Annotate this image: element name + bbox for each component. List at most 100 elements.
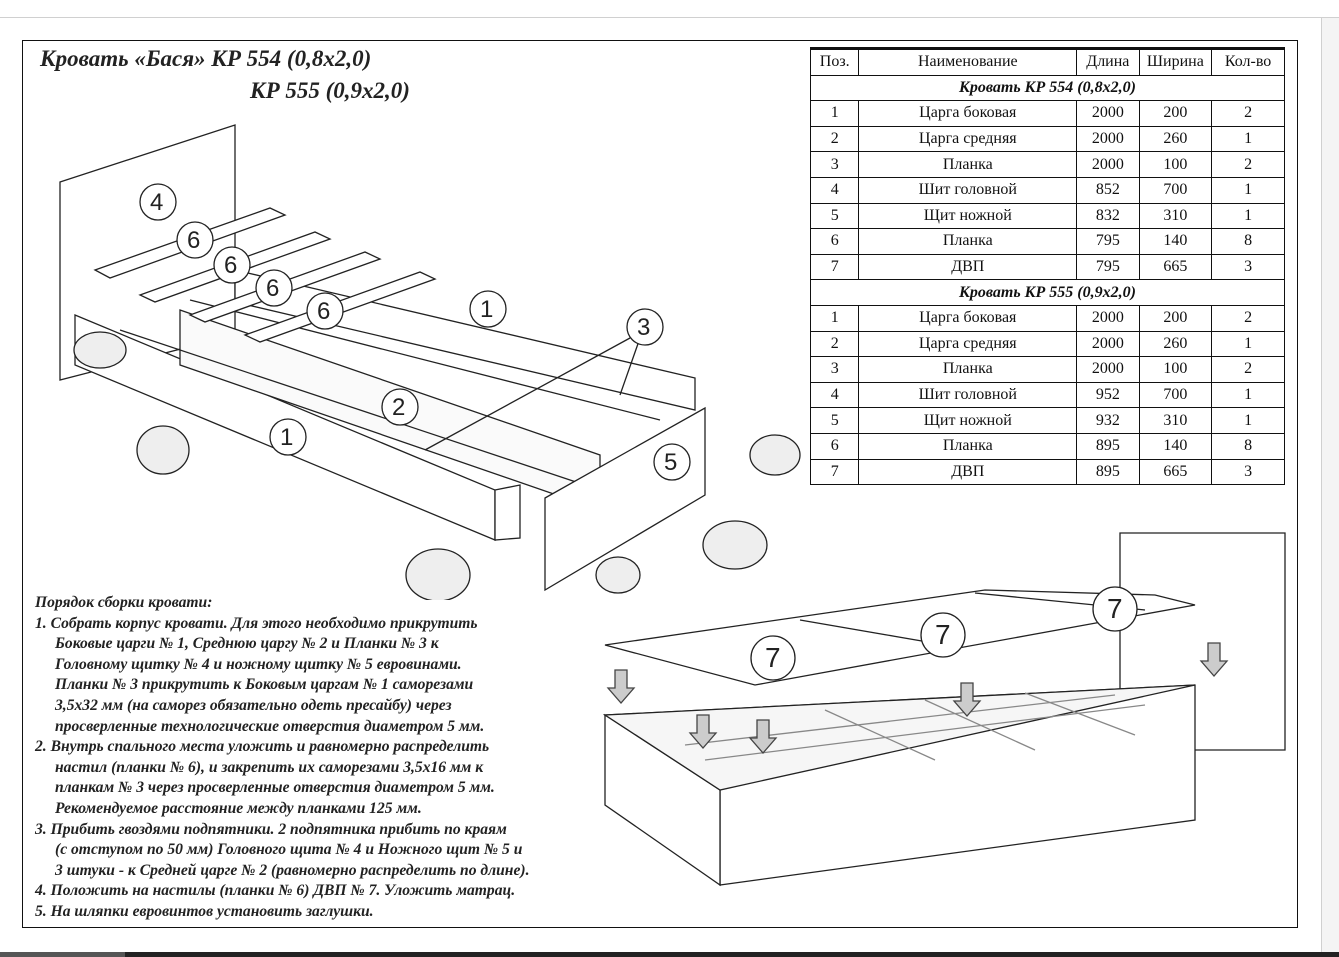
- table-cell: 952: [1076, 381, 1140, 409]
- table-cell: 2000: [1076, 330, 1140, 358]
- table-cell: 5: [809, 407, 860, 434]
- table-cell: 1: [1211, 176, 1285, 204]
- table-cell: 2: [1211, 356, 1285, 383]
- table-cell: 2: [809, 125, 860, 153]
- callout-6: 6: [187, 227, 200, 254]
- table-cell: 4: [809, 381, 860, 409]
- table-cell: 6: [809, 432, 860, 460]
- table-cell: 140: [1138, 228, 1213, 255]
- assembly-instructions: Порядок сборки кровати: 1. Собрать корпу…: [35, 593, 529, 923]
- table-cell: 932: [1076, 407, 1140, 434]
- down-arrow-icons: [606, 642, 1229, 754]
- table-cell: 7: [809, 458, 860, 486]
- table-cell: 7: [809, 253, 860, 281]
- table-cell: 100: [1138, 151, 1213, 178]
- instruction-line: Планки № 3 прикрутить к Боковым царгам №…: [55, 676, 474, 694]
- viewer-top-border: [0, 17, 1339, 18]
- callout-1: 1: [480, 296, 493, 323]
- instruction-line: 3. Прибить гвоздями подпятники. 2 подпят…: [35, 820, 507, 838]
- table-cell: 2000: [1076, 356, 1140, 383]
- table-cell: 832: [1076, 202, 1140, 230]
- table-cell: Шит головной: [858, 381, 1078, 409]
- taskbar: [0, 952, 1339, 957]
- callout-6: 6: [266, 275, 279, 302]
- screw-details: [73, 331, 801, 600]
- table-cell: 1: [1211, 125, 1285, 153]
- table-cell: Царга боковая: [858, 100, 1078, 127]
- table-cell: 895: [1076, 458, 1140, 486]
- table-cell: 2000: [1076, 100, 1140, 127]
- section-row: Кровать КР 554 (0,8х2,0): [810, 74, 1285, 102]
- callout-6: 6: [317, 298, 330, 325]
- table-cell: 2: [1211, 304, 1285, 332]
- instruction-line: настил (планки № 6), и закрепить их само…: [55, 758, 484, 776]
- table-cell: 5: [809, 202, 860, 230]
- table-cell: 310: [1138, 202, 1213, 230]
- table-cell: Планка: [858, 228, 1078, 255]
- viewer-side-border: [1321, 18, 1322, 952]
- exploded-assembly-diagram: 4 6 6 6 6 1 3 2 1 5: [59, 124, 801, 600]
- instructions-heading: Порядок сборки кровати:: [35, 594, 213, 611]
- instruction-line: планкам № 3 через просверленные отверсти…: [55, 779, 495, 797]
- table-cell: 260: [1138, 125, 1213, 153]
- callout-7: 7: [935, 619, 951, 650]
- table-cell: 1: [1211, 202, 1285, 230]
- section-row: Кровать КР 555 (0,9х2,0): [810, 279, 1285, 306]
- table-cell: ДВП: [858, 458, 1078, 486]
- table-cell: 3: [809, 151, 860, 178]
- table-cell: 310: [1138, 407, 1213, 434]
- instruction-line: Рекомендуемое расстояние между планками …: [55, 799, 422, 817]
- table-cell: 1: [809, 304, 860, 332]
- column-header: Кол-во: [1211, 48, 1285, 76]
- table-cell: 200: [1138, 304, 1213, 332]
- table-cell: 665: [1138, 253, 1213, 281]
- table-cell: 260: [1138, 330, 1213, 358]
- instruction-line: 3 штуки - к Средней царге № 2 (равномерн…: [55, 861, 530, 879]
- table-cell: ДВП: [858, 253, 1078, 281]
- table-cell: 8: [1211, 228, 1285, 255]
- table-cell: 795: [1076, 228, 1140, 255]
- table-cell: Царга боковая: [858, 304, 1078, 332]
- table-cell: 795: [1076, 253, 1140, 281]
- callout-4: 4: [150, 189, 163, 216]
- callout-1: 1: [280, 424, 293, 451]
- table-cell: Щит ножной: [858, 202, 1078, 230]
- column-header: Поз.: [809, 48, 860, 76]
- page-frame: [22, 40, 1298, 928]
- table-cell: Планка: [858, 356, 1078, 383]
- table-cell: 2: [1211, 151, 1285, 178]
- table-cell: Планка: [858, 151, 1078, 178]
- table-cell: 3: [809, 356, 860, 383]
- callout-2: 2: [392, 394, 405, 421]
- table-cell: 3: [1211, 253, 1285, 281]
- table-cell: 6: [809, 228, 860, 255]
- table-cell: 895: [1076, 432, 1140, 460]
- table-cell: Планка: [858, 432, 1078, 460]
- scrollbar[interactable]: [1322, 18, 1339, 952]
- table-cell: Царга средняя: [858, 330, 1078, 358]
- callout-6: 6: [224, 252, 237, 279]
- document-subtitle: КР 555 (0,9х2,0): [250, 78, 410, 103]
- instruction-line: Боковые царги № 1, Среднюю царгу № 2 и П…: [55, 635, 439, 653]
- table-cell: 8: [1211, 432, 1285, 460]
- table-cell: Царга средняя: [858, 125, 1078, 153]
- instruction-line: 1. Собрать корпус кровати. Для этого нео…: [35, 614, 478, 632]
- table-cell: 100: [1138, 356, 1213, 383]
- table-cell: 700: [1138, 176, 1213, 204]
- instruction-line: 4. Положить на настилы (планки № 6) ДВП …: [35, 882, 516, 900]
- callout-7: 7: [1107, 593, 1123, 624]
- table-cell: 852: [1076, 176, 1140, 204]
- instruction-line: 5. На шляпки евровинтов установить заглу…: [35, 902, 374, 920]
- table-cell: 1: [809, 100, 860, 127]
- table-cell: 2000: [1076, 125, 1140, 153]
- table-cell: 1: [1211, 330, 1285, 358]
